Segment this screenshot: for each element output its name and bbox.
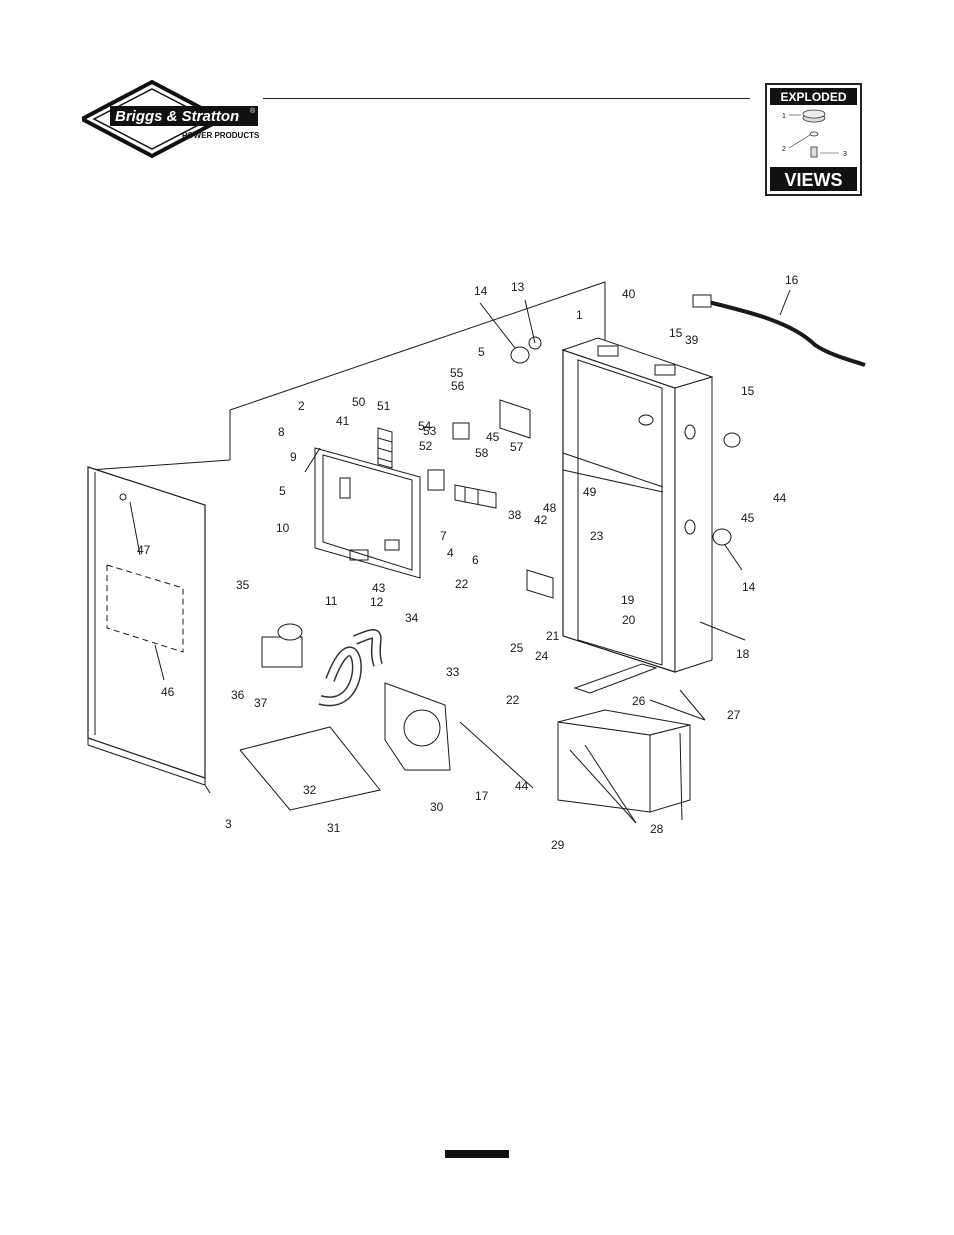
part-number-label: 44 (515, 779, 529, 793)
part-number-label: 49 (583, 485, 597, 499)
part-number-label: 52 (419, 439, 433, 453)
part-number-label: 30 (430, 800, 444, 814)
part-number-label: 33 (446, 665, 460, 679)
part-number-label: 50 (352, 395, 366, 409)
part-number-label: 26 (632, 694, 646, 708)
part-number-label: 8 (278, 425, 285, 439)
part-number-label: 24 (535, 649, 549, 663)
part-number-label: 12 (370, 595, 384, 609)
part-number-label: 10 (276, 521, 290, 535)
part-number-label: 46 (161, 685, 175, 699)
brand-logo-graphic: Briggs & Stratton ® POWER PRODUCTS (82, 80, 262, 158)
part-number-label: 16 (785, 273, 799, 287)
brand-subtitle: POWER PRODUCTS (182, 131, 260, 140)
part-number-label: 34 (405, 611, 419, 625)
part-number-label: 22 (455, 577, 469, 591)
brand-name: Briggs & Stratton (115, 108, 239, 125)
part-number-label: 7 (440, 529, 447, 543)
part-number-label: 47 (137, 543, 151, 557)
part-number-label: 39 (685, 333, 699, 347)
part-number-label: 11 (325, 594, 338, 608)
part-number-label: 38 (508, 508, 522, 522)
part-number-label: 18 (736, 647, 750, 661)
part-number-label: 45 (486, 430, 500, 444)
part-number-label: 15 (669, 326, 683, 340)
part-number-label: 1 (576, 308, 583, 322)
exploded-views-badge: EXPLODED 1 2 3 VIEWS (765, 83, 862, 196)
part-number-label: 21 (546, 629, 560, 643)
part-number-label: 23 (590, 529, 604, 543)
badge-graphic: EXPLODED 1 2 3 VIEWS (767, 85, 860, 194)
part-number-label: 13 (511, 280, 525, 294)
part-number-label: 36 (231, 688, 245, 702)
part-number-label: 51 (377, 399, 391, 413)
brand-logo: Briggs & Stratton ® POWER PRODUCTS (82, 80, 262, 158)
part-number-label: 5 (279, 484, 286, 498)
part-number-label: 22 (506, 693, 520, 707)
part-number-label: 17 (475, 789, 489, 803)
header-rule (263, 98, 750, 99)
badge-callout-1: 1 (782, 113, 786, 120)
part-number-label: 27 (727, 708, 741, 722)
part-number-label: 57 (510, 440, 524, 454)
badge-callout-2: 2 (782, 146, 786, 153)
part-number-label: 6 (472, 553, 479, 567)
part-number-label: 28 (650, 822, 664, 836)
part-number-label: 48 (543, 501, 557, 515)
part-number-label: 19 (621, 593, 635, 607)
part-number-label: 41 (336, 414, 350, 428)
part-number-label: 44 (773, 491, 787, 505)
badge-bottom-word: VIEWS (784, 170, 842, 190)
part-number-label: 4 (447, 546, 454, 560)
part-number-label: 45 (741, 511, 755, 525)
part-number-label: 42 (534, 513, 548, 527)
part-number-label: 35 (236, 578, 250, 592)
part-number-label: 15 (741, 384, 755, 398)
part-number-label: 29 (551, 838, 565, 852)
part-number-label: 58 (475, 446, 489, 460)
part-number-label: 55 (450, 366, 464, 380)
part-number-label: 20 (622, 613, 636, 627)
part-number-label: 14 (474, 284, 488, 298)
part-number-label: 54 (418, 419, 432, 433)
part-number-label: 56 (451, 379, 465, 393)
badge-callout-3: 3 (843, 151, 847, 158)
exploded-parts-drawing: 1234556789101112131414151516171819202122… (0, 260, 954, 860)
part-number-label: 43 (372, 581, 386, 595)
part-number-label: 9 (290, 450, 297, 464)
part-number-label: 31 (327, 821, 341, 835)
part-number-label: 25 (510, 641, 524, 655)
part-number-label: 32 (303, 783, 317, 797)
part-number-label: 3 (225, 817, 232, 831)
part-number-label: 14 (742, 580, 756, 594)
part-number-label: 37 (254, 696, 268, 710)
footer-bar (445, 1150, 509, 1158)
part-number-label: 2 (298, 399, 305, 413)
part-number-label: 40 (622, 287, 636, 301)
brand-trademark: ® (250, 107, 256, 115)
part-number-label: 5 (478, 345, 485, 359)
badge-top-word: EXPLODED (780, 90, 846, 104)
